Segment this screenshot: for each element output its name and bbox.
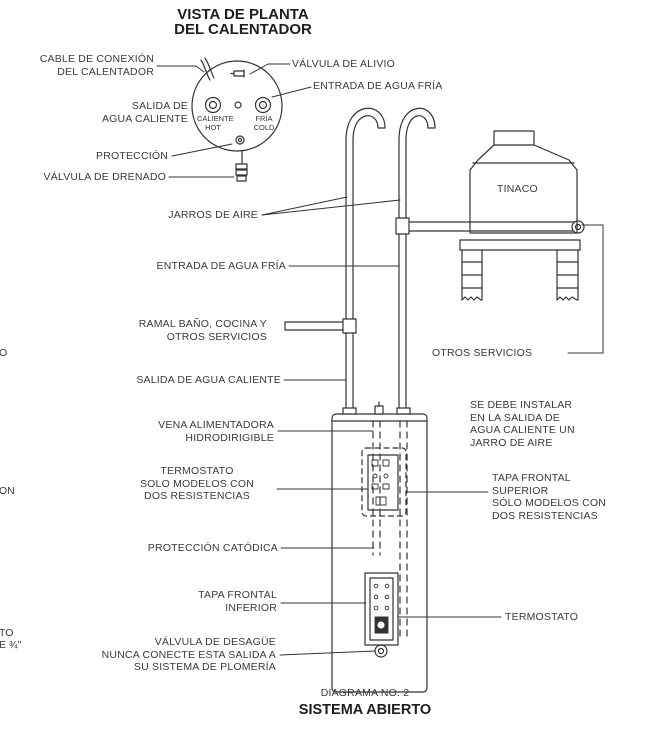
label-feed-vein-line1: VENA ALIMENTADORA <box>158 419 274 431</box>
hot-port-label-line2: HOT <box>205 122 221 132</box>
label-thermostat-upper-line3: DOS RESISTENCIAS <box>144 490 250 502</box>
label-cable: CABLE DE CONEXIÓN DEL CALENTADOR <box>20 53 154 78</box>
cable-icon <box>200 57 215 81</box>
tinaco-tank <box>459 130 604 354</box>
label-upper-cover-line2: SUPERIOR <box>492 484 549 497</box>
clipped-text-4: E ¾" <box>0 639 22 651</box>
label-note-line3: AGUA CALIENTE UN <box>470 424 575 436</box>
label-drain-line3: SU SISTEMA DE PLOMERÍA <box>133 661 276 673</box>
label-thermostat-upper-line2: SOLO MODELOS CON <box>139 477 255 490</box>
label-upper-cover-line4: DOS RESISTENCIAS <box>492 509 598 522</box>
label-air-jars: JARROS DE AIRE <box>168 209 258 221</box>
clipped-text-2: ON <box>0 485 15 497</box>
label-drain: VÁLVULA DE DESAGÜE NUNCA CONECTE ESTA SA… <box>40 636 276 674</box>
cold-port-label-line2: COLD <box>253 122 275 132</box>
plan-view-title: VISTA DE PLANTA DEL CALENTADOR <box>173 7 313 37</box>
label-upper-cover-line3: SÓLO MODELOS CON <box>492 497 607 509</box>
diagram-number: DIAGRAMA NO. 2 <box>320 687 410 699</box>
label-lower-cover-line1: TAPA FRONTAL <box>198 589 277 601</box>
heater-top-circle <box>191 60 283 152</box>
upper-cover <box>361 447 407 517</box>
label-note-line4: JARRO DE AIRE <box>470 436 553 449</box>
label-note: SE DEBE INSTALAR EN LA SALIDA DE AGUA CA… <box>470 399 575 449</box>
label-drain-line2: NUNCA CONECTE ESTA SALIDA A <box>101 648 276 661</box>
protection-icon <box>235 135 245 145</box>
cold-air-jar-pipe <box>398 107 436 408</box>
branch-pipe <box>284 321 347 331</box>
label-upper-cover: TAPA FRONTAL SUPERIOR SÓLO MODELOS CON D… <box>492 472 606 522</box>
hot-port-icon <box>204 96 222 114</box>
label-relief-valve: VÁLVULA DE ALIVIO <box>292 58 396 70</box>
tank-legs <box>461 249 579 301</box>
label-hot-outlet-plan: SALIDA DE AGUA CALIENTE <box>60 100 188 125</box>
clipped-text-3: TO <box>0 627 14 639</box>
label-drain-valve-plan: VÁLVULA DE DRENADO <box>43 171 166 183</box>
plan-view-title-line2: DEL CALENTADOR <box>174 21 312 38</box>
label-thermostat-lower: TERMOSTATO <box>505 611 579 623</box>
label-tank: TINACO <box>497 183 538 195</box>
label-hot-outlet-plan-line2: AGUA CALIENTE <box>101 112 188 125</box>
drain-valve-icon <box>235 150 248 182</box>
label-cold-inlet: ENTRADA DE AGUA FRÍA <box>156 260 286 272</box>
plan-view-title-line1: VISTA DE PLANTA <box>177 6 309 23</box>
leader-lines <box>261 196 502 656</box>
label-branch-line1: RAMAL BAÑO, COCINA Y <box>138 318 267 330</box>
cold-port-label-line1: FRÍA <box>255 114 273 123</box>
hot-port-label: CALIENTE HOT <box>197 114 234 132</box>
label-lower-cover-line2: INFERIOR <box>225 601 277 614</box>
label-upper-cover-line1: TAPA FRONTAL <box>492 472 571 484</box>
label-protection: PROTECCIÓN <box>95 150 168 162</box>
label-hot-outlet-plan-line1: SALIDA DE <box>131 100 188 112</box>
upper-thermostat <box>367 454 399 511</box>
label-lower-cover: TAPA FRONTAL INFERIOR <box>120 589 277 614</box>
label-other-services: OTROS SERVICIOS <box>432 347 533 359</box>
label-note-line1: SE DEBE INSTALAR <box>470 399 573 411</box>
label-hot-outlet: SALIDA DE AGUA CALIENTE <box>136 374 281 386</box>
label-branch: RAMAL BAÑO, COCINA Y OTROS SERVICIOS <box>60 318 267 343</box>
lower-thermostat <box>369 577 394 641</box>
cold-port-label: FRÍA COLD <box>250 114 278 132</box>
water-heater <box>331 401 428 693</box>
pipes <box>284 107 585 408</box>
label-feed-vein: VENA ALIMENTADORA HIDRODIRIGIBLE <box>80 419 274 444</box>
cold-port-icon <box>254 96 272 114</box>
system-title: SISTEMA ABIERTO <box>298 702 432 718</box>
label-thermostat-upper: TERMOSTATO SOLO MODELOS CON DOS RESISTEN… <box>120 465 274 503</box>
hot-air-jar-pipe <box>345 107 386 408</box>
label-cable-line2: DEL CALENTADOR <box>57 65 154 78</box>
label-cable-line1: CABLE DE CONEXIÓN <box>39 53 154 65</box>
label-cathodic: PROTECCIÓN CATÓDICA <box>147 542 278 554</box>
clipped-text-1: O <box>0 347 8 359</box>
label-branch-line2: OTROS SERVICIOS <box>166 330 267 343</box>
tank-feed-pipe <box>405 221 576 232</box>
heater-drain-icon <box>374 644 388 658</box>
relief-valve-icon <box>230 69 245 78</box>
label-cold-inlet-plan: ENTRADA DE AGUA FRÍA <box>313 80 443 92</box>
label-feed-vein-line2: HIDRODIRIGIBLE <box>185 431 274 444</box>
plan-view <box>156 57 312 182</box>
hot-port-label-line1: CALIENTE <box>197 114 234 123</box>
label-thermostat-upper-line1: TERMOSTATO <box>160 465 234 477</box>
label-drain-line1: VÁLVULA DE DESAGÜE <box>154 636 276 648</box>
label-note-line2: EN LA SALIDA DE <box>470 411 560 424</box>
